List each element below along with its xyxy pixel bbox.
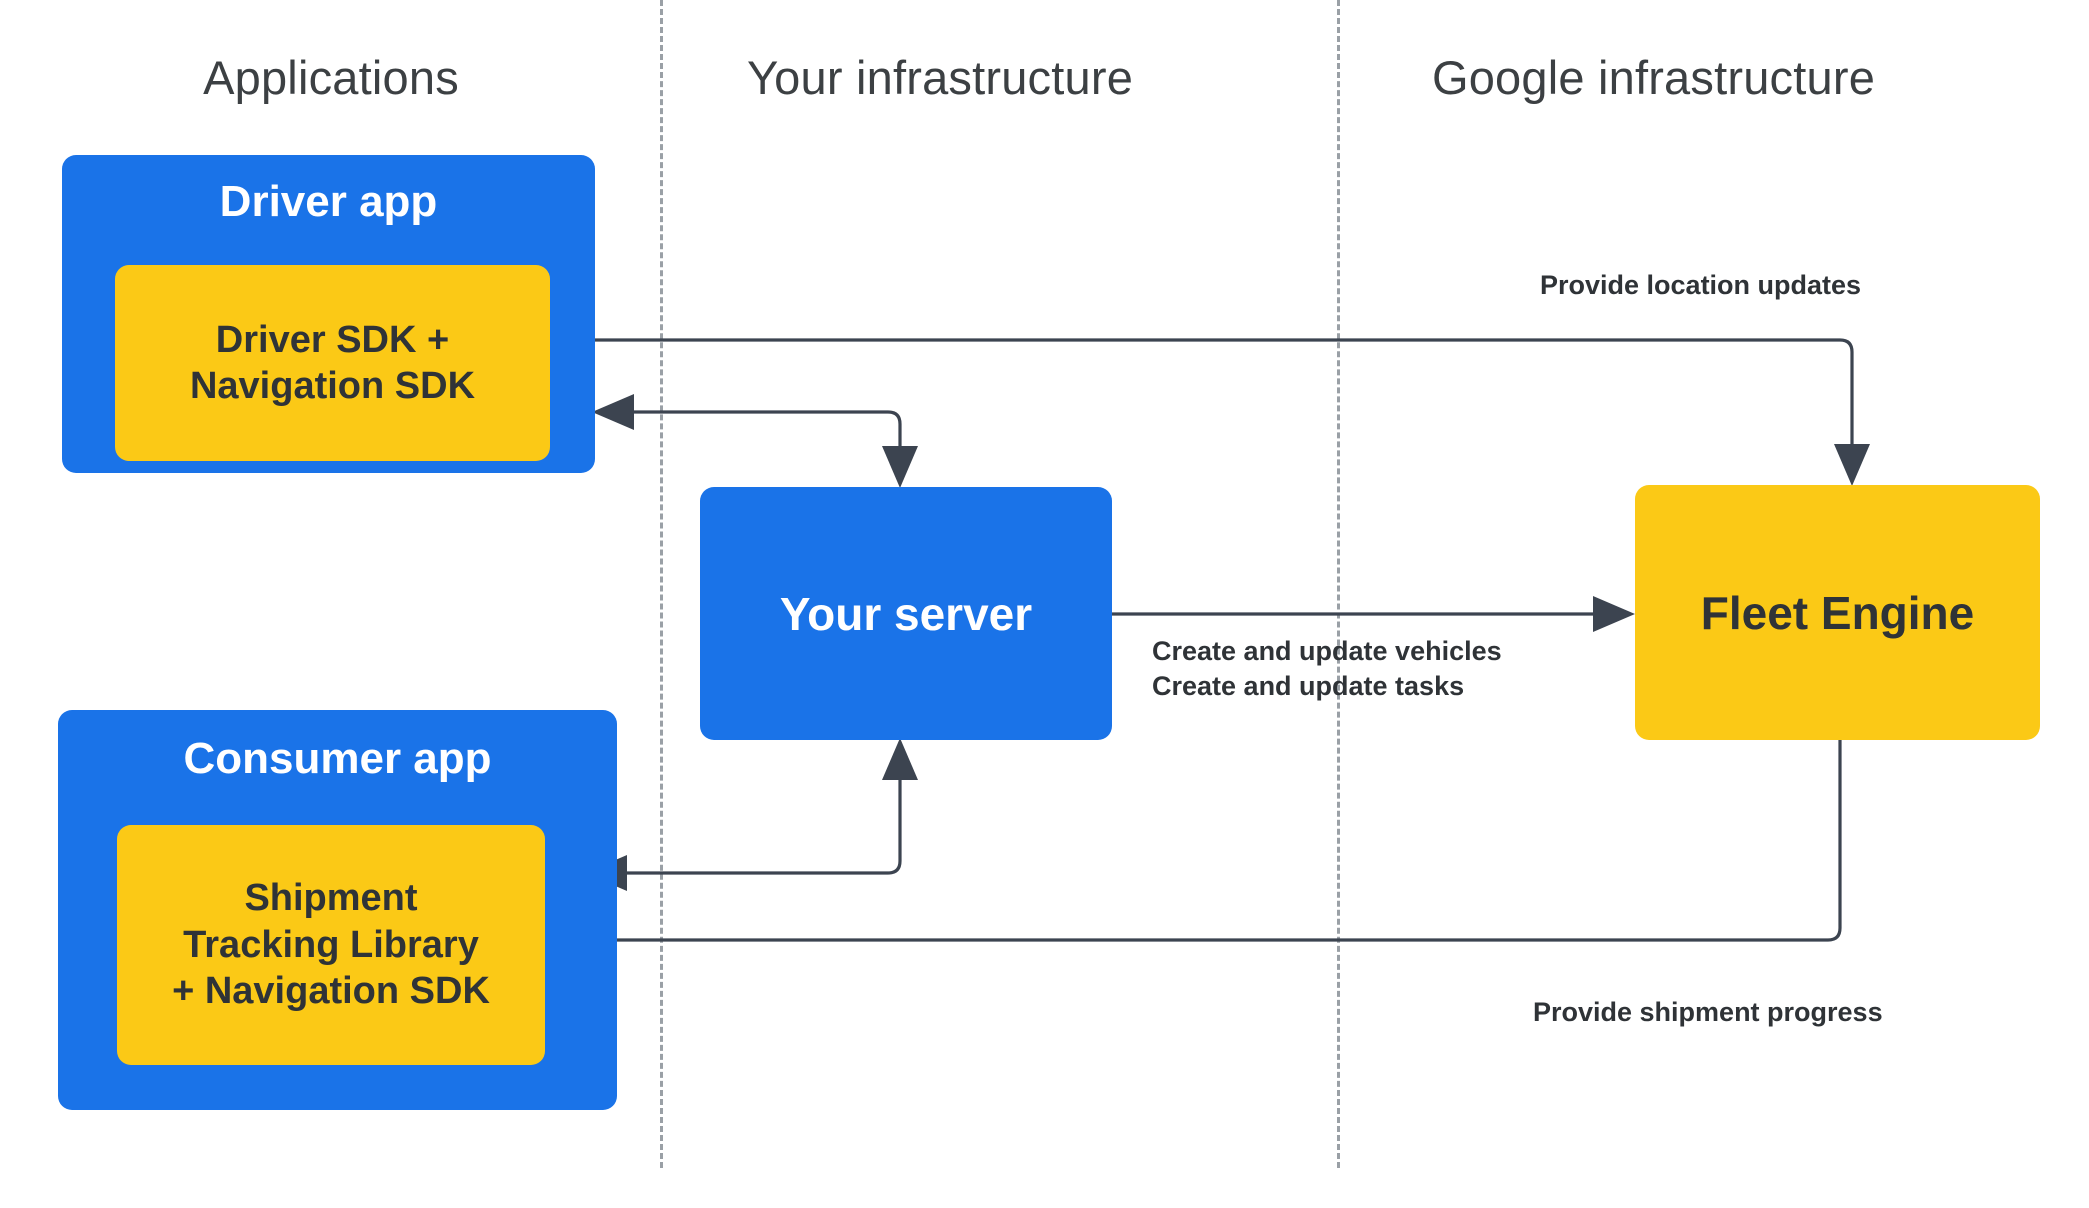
consumer-app-title: Consumer app [183,734,492,783]
node-your-server[interactable]: Your server [700,487,1112,740]
column-header-applications: Applications [203,51,459,104]
edge-fleet-engine-to-shipment-library [545,740,1842,958]
shipment-library-line-2: Tracking Library [183,923,479,966]
edge-fleet-engine-to-driver-sdk [552,322,1840,358]
edge-label-provide-location-updates: Provide location updates [1540,270,1862,300]
driver-sdk-line-2: Navigation SDK [189,365,476,407]
edge-your-server-consumer-app [585,738,918,891]
edge-label-create-and-update: Create and update vehicles Create and up… [1152,634,1502,703]
swimlane-divider-left [660,0,663,1168]
edge-label-create-update-tasks: Create and update tasks [1152,670,1465,701]
node-fleet-engine[interactable]: Fleet Engine [1635,485,2040,740]
edge-driver-sdk-to-fleet-engine [1834,338,1870,486]
column-header-your-infrastructure: Your infrastructure [746,51,1134,104]
node-shipment-tracking-library[interactable]: Shipment Tracking Library + Navigation S… [117,825,545,1065]
edge-label-create-update-vehicles: Create and update vehicles [1152,636,1502,666]
your-server-title: Your server [779,587,1033,640]
edge-your-server-driver-app [592,394,918,488]
driver-sdk-line-1: Driver SDK + [215,318,450,361]
shipment-library-line-1: Shipment [244,877,418,920]
shipment-library-line-3: + Navigation SDK [172,970,490,1013]
edge-your-server-to-fleet-engine [1112,596,1635,632]
swimlane-divider-right [1337,0,1340,1168]
driver-app-title: Driver app [219,177,438,226]
edge-label-provide-shipment-progress: Provide shipment progress [1533,997,1883,1027]
column-header-google-infrastructure: Google infrastructure [1431,51,1876,104]
fleet-engine-title: Fleet Engine [1700,586,1975,639]
node-driver-sdk[interactable]: Driver SDK + Navigation SDK [115,265,550,461]
